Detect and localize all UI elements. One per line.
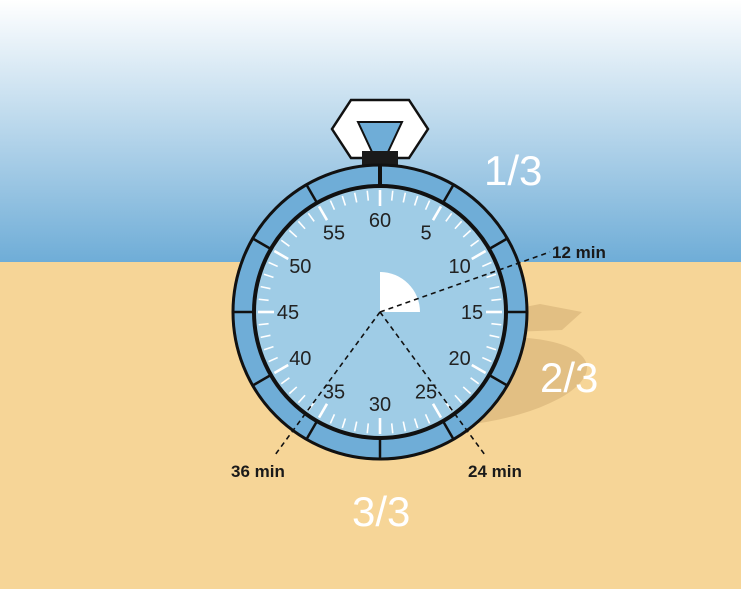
callout-label-36: 36 min [231,462,285,481]
minor-tick [367,423,368,433]
dial-number: 15 [461,302,483,324]
dial-number: 30 [369,394,391,416]
minor-tick [491,324,501,325]
minor-tick [392,423,393,433]
dial-number: 40 [289,348,311,370]
minor-tick [259,299,269,300]
dial-number: 20 [449,348,471,370]
dial-number: 50 [289,256,311,278]
fraction-label-1: 1/3 [484,147,542,194]
dial-number: 45 [277,302,299,324]
dial-number: 10 [449,256,471,278]
fraction-label-3: 3/3 [352,488,410,535]
minor-tick [491,299,501,300]
dial-number: 60 [369,210,391,232]
callout-label-24: 24 min [468,462,522,481]
minor-tick [392,191,393,201]
fraction-label-2: 2/3 [540,354,598,401]
dial-number: 5 [420,222,431,244]
callout-label-12: 12 min [552,243,606,262]
minor-tick [259,324,269,325]
dial-number: 55 [323,222,345,244]
minor-tick [367,191,368,201]
